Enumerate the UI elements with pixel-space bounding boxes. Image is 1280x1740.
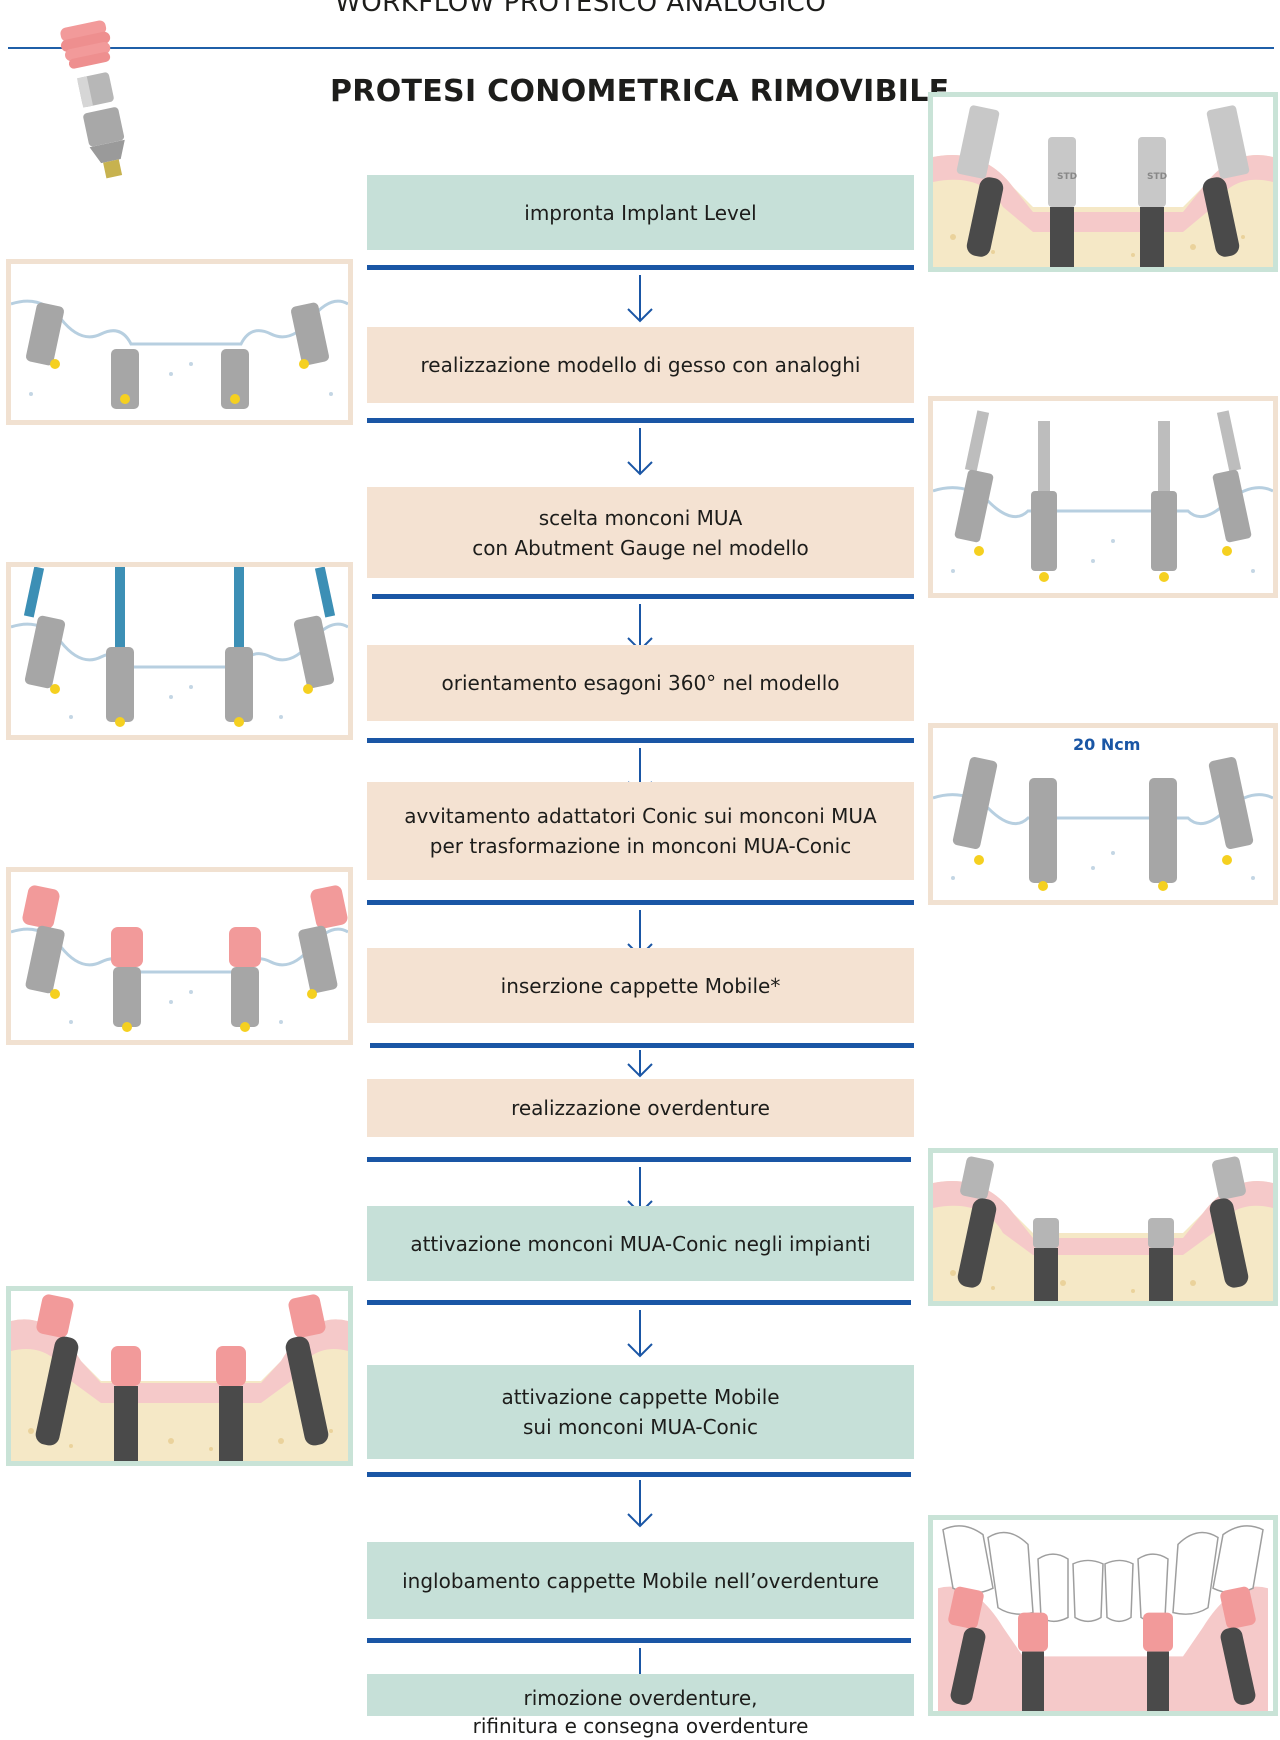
svg-text:STD: STD bbox=[1147, 172, 1167, 182]
hexagon-orientation-illustration bbox=[6, 562, 353, 740]
overdenture-incorporation-illustration bbox=[928, 1515, 1278, 1716]
step-divider bbox=[367, 900, 914, 905]
step-divider bbox=[367, 738, 914, 743]
arrow-down-icon bbox=[626, 1480, 654, 1534]
header-title: WORKFLOW PROTESICO ANALOGICO bbox=[335, 0, 827, 18]
section-title: PROTESI CONOMETRICA RIMOVIBILE bbox=[330, 74, 950, 109]
step-divider bbox=[372, 594, 914, 599]
step-divider bbox=[370, 1043, 914, 1048]
step-inserzione-cappette: inserzione cappette Mobile* bbox=[367, 948, 914, 1023]
step-divider bbox=[367, 418, 914, 423]
conic-cap-component-illustration bbox=[40, 10, 160, 190]
abutment-gauge-illustration bbox=[928, 396, 1278, 598]
impression-posts-illustration: STD STD bbox=[928, 92, 1278, 272]
step-attivazione-monconi: attivazione monconi MUA-Conic negli impi… bbox=[367, 1206, 914, 1281]
step-divider bbox=[367, 1300, 911, 1305]
step-inglobamento-cappette: inglobamento cappette Mobile nell’overde… bbox=[367, 1542, 914, 1619]
mobile-caps-insertion-illustration bbox=[6, 867, 353, 1045]
step-rimozione-overdenture: rimozione overdenture, rifinitura e cons… bbox=[367, 1674, 914, 1738]
step-orientamento-esagoni: orientamento esagoni 360° nel modello bbox=[367, 645, 914, 721]
step-modello-gesso: realizzazione modello di gesso con analo… bbox=[367, 327, 914, 403]
step-scelta-monconi: scelta monconi MUA con Abutment Gauge ne… bbox=[367, 487, 914, 578]
conic-adapter-torque-illustration: 20 Ncm bbox=[928, 723, 1278, 905]
step-divider bbox=[367, 1638, 911, 1643]
step-realizzazione-overdenture: realizzazione overdenture bbox=[367, 1079, 914, 1137]
step-attivazione-cappette: attivazione cappette Mobile sui monconi … bbox=[367, 1365, 914, 1459]
plaster-model-analogs-illustration bbox=[6, 259, 353, 425]
torque-label: 20 Ncm bbox=[1073, 735, 1140, 754]
step-impronta-implant-level: impronta Implant Level bbox=[367, 175, 914, 250]
step-divider bbox=[367, 265, 914, 270]
arrow-down-icon bbox=[626, 1310, 654, 1364]
arrow-down-icon bbox=[626, 275, 654, 329]
arrow-down-icon bbox=[626, 428, 654, 482]
mua-conic-activation-illustration bbox=[928, 1148, 1278, 1306]
arrow-down-icon bbox=[626, 1050, 654, 1082]
step-divider bbox=[367, 1472, 911, 1477]
step-avvitamento-adattatori: avvitamento adattatori Conic sui monconi… bbox=[367, 782, 914, 880]
mobile-caps-activation-illustration bbox=[6, 1286, 353, 1466]
svg-text:STD: STD bbox=[1057, 172, 1077, 182]
header-rule bbox=[8, 47, 1274, 49]
step-divider bbox=[367, 1157, 911, 1162]
